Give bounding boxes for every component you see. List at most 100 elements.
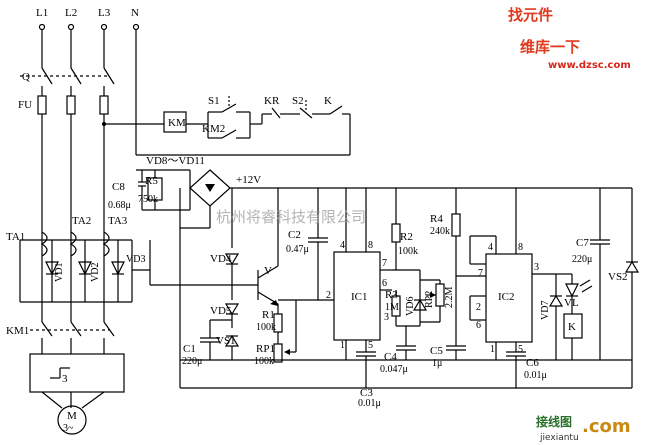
label-r1: R1 (262, 309, 275, 321)
km-coil (163, 111, 187, 133)
label-c3: C3 (360, 387, 373, 399)
label-k-contact: K (324, 95, 332, 107)
label-c8-val: 0.68μ (108, 200, 131, 211)
label-c5: C5 (430, 345, 443, 357)
ic1-pin3: 3 (384, 312, 389, 323)
label-vs1: VS1 (216, 335, 236, 347)
logo-badge: 找元件 (508, 6, 553, 24)
label-c6-val: 0.01μ (524, 370, 547, 381)
label-r5: R5 (145, 175, 158, 187)
logo-bottom: 接线图 .com jiexiantu (536, 414, 631, 443)
label-rp1: RP1 (256, 343, 275, 355)
ic2-pin6: 6 (476, 320, 481, 331)
label-vd3: VD3 (126, 254, 145, 265)
label-r2: R2 (400, 231, 413, 243)
ic1-pin1: 1 (340, 340, 345, 351)
label-ta3: TA3 (108, 215, 128, 227)
label-c1: C1 (183, 343, 196, 355)
label-motor-ph: 3~ (63, 423, 74, 434)
label-c2: C2 (288, 229, 301, 241)
label-vl: VL (564, 297, 579, 309)
label-n: N (131, 7, 139, 19)
ic2-block (469, 188, 640, 388)
ic2-pin8: 8 (518, 242, 523, 253)
label-l3: L3 (98, 7, 111, 19)
label-k-coil: K (568, 321, 576, 333)
control-circuit (102, 96, 351, 156)
label-vd4: VD4 (210, 253, 232, 265)
label-rp1-val: 100k (254, 356, 274, 367)
label-c7-val: 220μ (572, 254, 592, 265)
label-r5-val: 750k (138, 194, 158, 205)
r4-resistor (451, 213, 461, 237)
label-c3-val: 0.01μ (358, 398, 381, 409)
ic1-pin8: 8 (368, 240, 373, 251)
label-vd7: VD7 (540, 301, 551, 320)
watermark: 杭州将睿科技有限公司 (216, 208, 366, 226)
label-motor-m: M (67, 410, 77, 422)
r2-resistor (391, 223, 401, 243)
phase-lines (20, 23, 140, 322)
logo-bottom-dot: .com (582, 416, 631, 437)
label-rp2: RP2 (424, 291, 435, 308)
label-km: KM (168, 117, 186, 129)
logo-top-url: www.dzsc.com (548, 60, 631, 71)
label-c4: C4 (384, 351, 397, 363)
label-r4: R4 (430, 213, 443, 225)
thermal-relay (29, 353, 125, 393)
label-c2-val: 0.47μ (286, 244, 309, 255)
rectifier-bridge (136, 169, 632, 229)
label-r2-val: 100k (398, 246, 418, 257)
ic2-pin3: 3 (534, 262, 539, 273)
label-s1: S1 (208, 95, 220, 107)
label-km1: KM1 (6, 325, 29, 337)
logo-bottom-url: jiexiantu (539, 433, 579, 443)
ic1 (333, 251, 381, 341)
label-c6: C6 (526, 357, 539, 369)
label-r3: R3 (385, 289, 398, 301)
label-ic2: IC2 (498, 291, 515, 303)
label-rp2-val: 2.2M (444, 287, 455, 309)
ic2-pin5: 5 (518, 344, 523, 355)
label-fu: FU (18, 99, 32, 111)
label-v: V (264, 265, 272, 277)
logo-bottom-cn: 接线图 (536, 414, 572, 429)
k-relay-coil (563, 313, 583, 339)
label-q: Q (22, 71, 30, 83)
label-relay3: 3 (62, 373, 68, 385)
label-km2: KM2 (202, 123, 225, 135)
label-vs2: VS2 (608, 271, 628, 283)
motor-symbol (57, 405, 87, 435)
label-vd1: VD1 (54, 263, 65, 282)
label-l1: L1 (36, 7, 48, 19)
ic2 (485, 253, 533, 343)
rp1-potentiometer (273, 343, 283, 363)
current-transformers (19, 231, 151, 303)
label-r4-val: 240k (430, 226, 450, 237)
rp2-potentiometer (435, 283, 445, 307)
label-kr: KR (264, 95, 280, 107)
ic2-pin7: 7 (478, 268, 483, 279)
ic1-pin7: 7 (382, 258, 387, 269)
logo-top: 找元件 维库一下 www.dzsc.com (508, 6, 631, 71)
ic1-pin2: 2 (326, 290, 331, 301)
label-ic1: IC1 (351, 291, 368, 303)
label-c1-val: 220μ (182, 356, 202, 367)
label-c8: C8 (112, 181, 125, 193)
label-r3-val: 1M (385, 302, 399, 313)
label-c5-val: 1μ (432, 358, 442, 369)
ic2-pin2: 2 (476, 302, 481, 313)
ic1-pin5: 5 (368, 340, 373, 351)
ic1-pin6: 6 (382, 278, 387, 289)
label-ta1: TA1 (6, 231, 25, 243)
label-l2: L2 (65, 7, 77, 19)
motor-section (29, 321, 125, 435)
label-plus12v: +12V (236, 174, 261, 186)
label-c7: C7 (576, 237, 589, 249)
label-vd2: VD2 (90, 263, 101, 282)
ic2-pin1: 1 (490, 344, 495, 355)
label-r1-val: 100k (256, 322, 276, 333)
label-vd8-11: VD8～VD11 (146, 155, 205, 167)
